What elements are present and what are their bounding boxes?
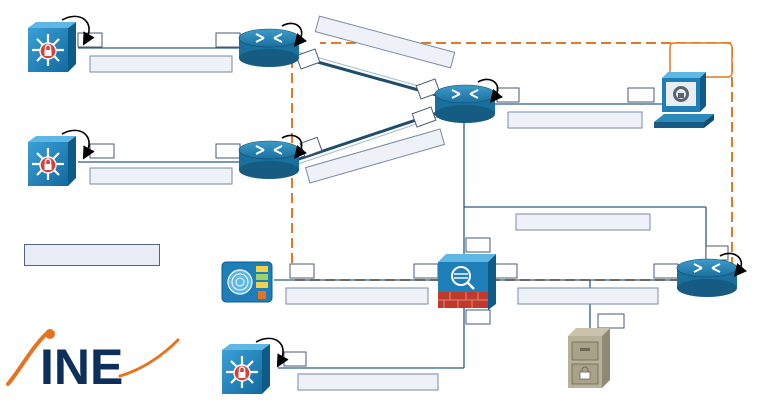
router-icon — [434, 78, 504, 124]
file-server-icon — [568, 328, 610, 388]
router-icon — [676, 252, 748, 298]
boundary-label-box — [669, 42, 733, 78]
multilayer-switch-icon — [26, 129, 95, 188]
firewall-icon — [438, 254, 496, 310]
router-icon — [238, 22, 308, 68]
workstation-icon — [654, 72, 714, 128]
legend-box — [24, 244, 160, 266]
logo-text: INE — [40, 339, 123, 395]
multilayer-switch-icon — [26, 15, 95, 74]
router-icon — [238, 134, 308, 180]
ids-sensor-icon — [221, 261, 273, 303]
multilayer-switch-icon — [220, 337, 289, 396]
label-boxes — [77, 15, 729, 391]
ine-logo: INE — [6, 329, 180, 395]
